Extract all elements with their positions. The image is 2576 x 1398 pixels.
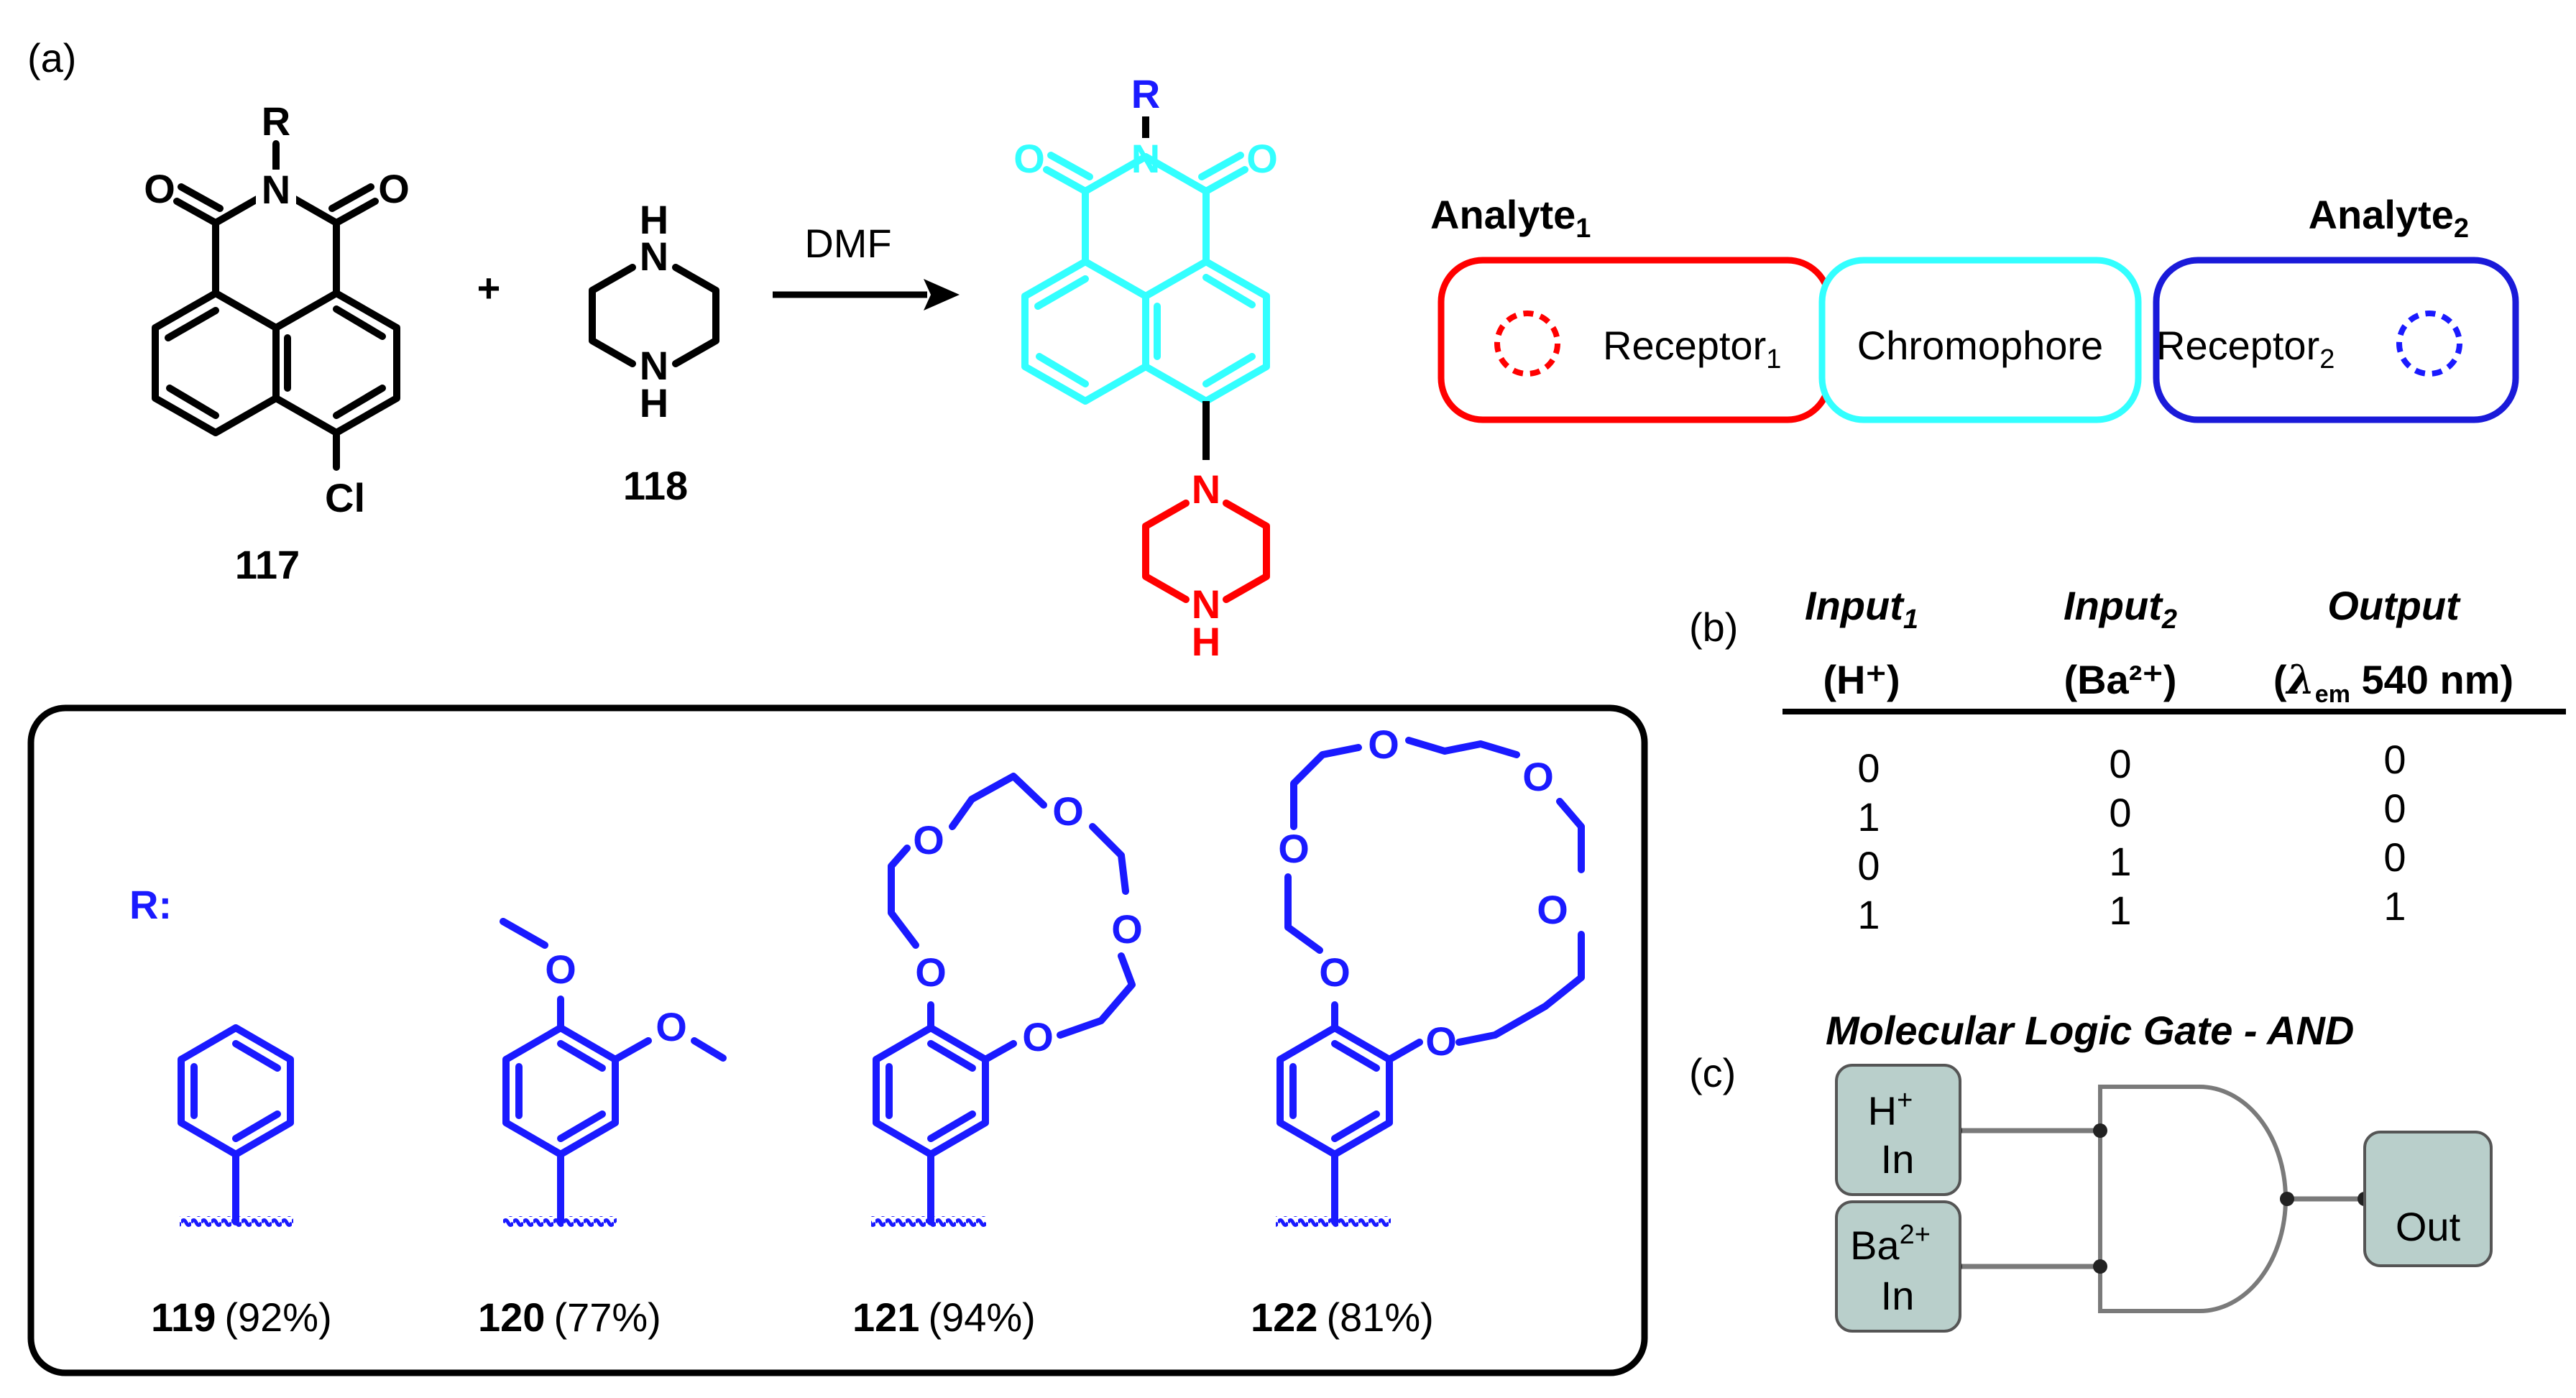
panel-label-a: (a) xyxy=(27,35,76,81)
svg-text:O: O xyxy=(1013,136,1045,181)
attachment-120 xyxy=(503,1216,617,1228)
svg-text:N: N xyxy=(1131,136,1160,181)
truth-table: Input1 (H⁺) Input2 (Ba²⁺) Output (λem 54… xyxy=(1782,583,2566,937)
label-121: 121(94%) xyxy=(852,1294,1036,1340)
attachment-122 xyxy=(1276,1216,1391,1228)
svg-text:O: O xyxy=(378,166,410,211)
r-group-119 xyxy=(178,1024,294,1225)
label-117: 117 xyxy=(235,542,300,587)
compound-117 xyxy=(152,140,400,471)
table-cell: 0 xyxy=(1857,843,1880,888)
input-h-label: H+ xyxy=(1868,1085,1913,1133)
input-ba-box xyxy=(1835,1200,1961,1333)
table-cell: 0 xyxy=(2383,786,2406,831)
attachment-121 xyxy=(871,1216,986,1228)
table-cell: 1 xyxy=(1857,794,1880,840)
svg-text:O: O xyxy=(144,166,175,211)
svg-text:O: O xyxy=(1246,136,1278,181)
svg-text:R: R xyxy=(262,98,290,144)
svg-text:O: O xyxy=(1278,826,1310,871)
input-h-in: In xyxy=(1881,1136,1915,1182)
header-input2-sub: (Ba²⁺) xyxy=(2064,657,2176,702)
r-group-121 xyxy=(873,773,1136,1225)
analyte-1-label: Analyte1 xyxy=(1430,192,1591,244)
label-120: 120(77%) xyxy=(478,1294,661,1340)
input-ba-in: In xyxy=(1881,1273,1915,1318)
header-input2: Input2 xyxy=(2064,583,2177,635)
header-input1-sub: (H⁺) xyxy=(1823,657,1900,702)
svg-text:O: O xyxy=(915,949,947,995)
output-label: Out xyxy=(2396,1204,2461,1249)
receptor-2-box xyxy=(2153,257,2519,423)
table-cell: 0 xyxy=(2109,741,2131,786)
table-cell: 0 xyxy=(2383,737,2406,782)
svg-text:N: N xyxy=(640,343,668,388)
svg-text:H: H xyxy=(640,197,668,242)
svg-text:Cl: Cl xyxy=(325,475,365,520)
svg-text:O: O xyxy=(656,1004,687,1049)
label-122: 122(81%) xyxy=(1251,1294,1434,1340)
gate-title: Molecular Logic Gate - AND xyxy=(1826,1008,2354,1053)
label-118: 118 xyxy=(623,463,688,508)
product-naphthalimide xyxy=(1021,152,1270,405)
table-cell: 1 xyxy=(2109,888,2131,933)
analyte-2-label: Analyte2 xyxy=(2309,192,2469,244)
r-group-122 xyxy=(1276,737,1585,1225)
r-group-panel: R: O O xyxy=(27,704,1648,1376)
input-h-box xyxy=(1835,1064,1961,1196)
analyte-1-site xyxy=(1494,311,1560,377)
sensor-schematic: Analyte1 Analyte2 Receptor1 Chromophore … xyxy=(1430,192,2519,423)
chromophore-box xyxy=(1818,257,2142,423)
svg-text:N: N xyxy=(1192,581,1220,627)
compound-117-atoms: N R O O Cl 117 xyxy=(144,98,410,587)
svg-text:N: N xyxy=(640,234,668,279)
r-group-120 xyxy=(500,918,727,1225)
product-piperazine xyxy=(1142,500,1270,603)
svg-text:H: H xyxy=(1192,619,1220,664)
svg-text:N: N xyxy=(1192,466,1220,512)
reaction-arrow: DMF xyxy=(773,221,960,311)
r-group-frame xyxy=(27,704,1648,1376)
svg-text:O: O xyxy=(1022,1014,1054,1059)
attachment-119 xyxy=(180,1216,293,1228)
table-cell: 0 xyxy=(2109,790,2131,835)
table-cell: 1 xyxy=(1857,892,1880,937)
svg-text:O: O xyxy=(1537,887,1568,932)
panel-label-b: (b) xyxy=(1689,604,1738,650)
svg-text:H: H xyxy=(640,380,668,426)
svg-text:O: O xyxy=(1368,722,1399,767)
svg-text:O: O xyxy=(1522,754,1554,799)
plus-sign: + xyxy=(477,265,501,311)
header-output: Output xyxy=(2327,583,2461,628)
svg-text:O: O xyxy=(1111,906,1143,952)
and-gate-symbol xyxy=(2098,1085,2288,1313)
svg-text:O: O xyxy=(1319,949,1351,995)
table-cell: 0 xyxy=(1857,745,1880,791)
compound-118 xyxy=(589,264,719,367)
table-cell: 1 xyxy=(2109,839,2131,884)
r-label: R: xyxy=(129,882,172,927)
svg-text:O: O xyxy=(1425,1018,1457,1064)
output-box xyxy=(2363,1131,2493,1267)
analyte-2-site xyxy=(2396,311,2462,377)
solvent-label: DMF xyxy=(804,221,891,266)
svg-text:O: O xyxy=(1052,788,1084,834)
input-ba-label: Ba2+ xyxy=(1850,1220,1931,1268)
header-output-sub: (λem 540 nm) xyxy=(2273,656,2513,708)
table-cell: 0 xyxy=(2383,834,2406,880)
table-cell: 1 xyxy=(2383,883,2406,929)
header-input1: Input1 xyxy=(1805,583,1918,635)
product-R: R xyxy=(1131,71,1160,116)
label-119: 119(92%) xyxy=(151,1294,332,1340)
receptor-2-label: Receptor2 xyxy=(2156,323,2334,374)
panel-label-c: (c) xyxy=(1689,1050,1736,1095)
svg-text:O: O xyxy=(913,817,944,863)
logic-gate-panel: Molecular Logic Gate - AND H+ In Ba2+ In… xyxy=(1826,1008,2493,1333)
svg-text:N: N xyxy=(262,167,290,212)
svg-text:O: O xyxy=(545,947,576,992)
chromophore-label: Chromophore xyxy=(1857,323,2103,368)
receptor-1-label: Receptor1 xyxy=(1603,323,1781,374)
